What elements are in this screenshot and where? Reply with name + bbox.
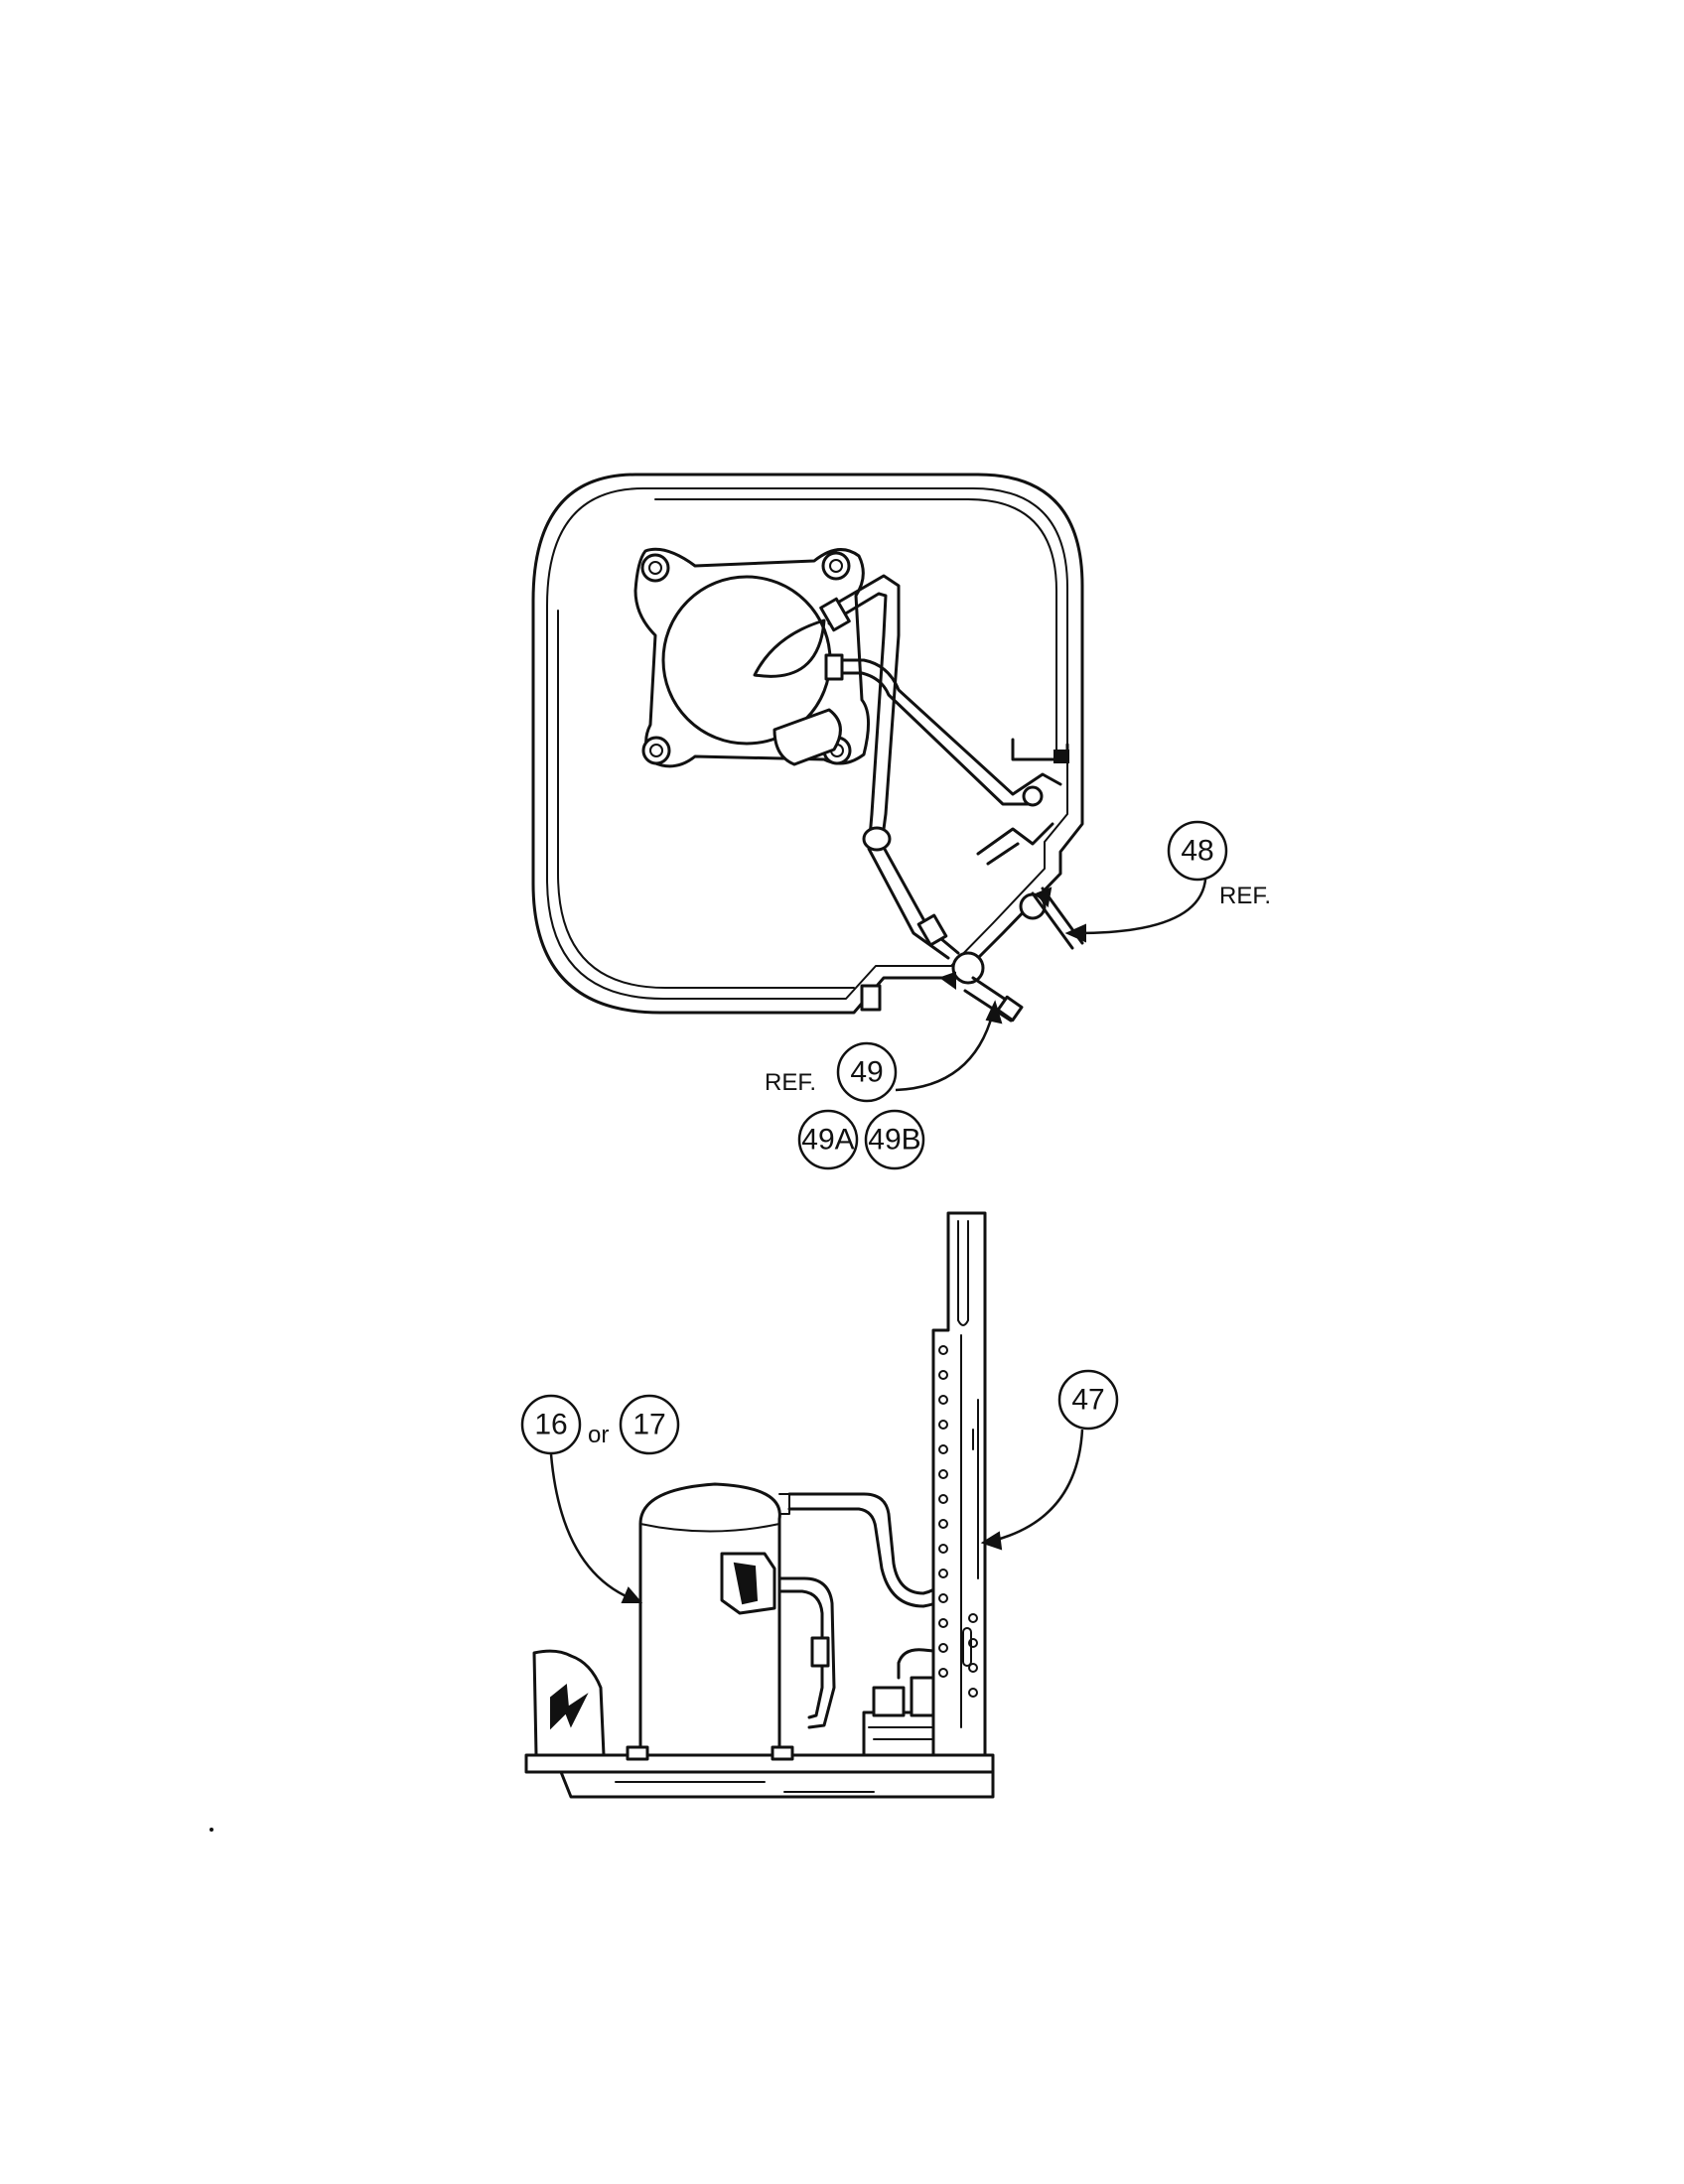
compressor-shell-side [638, 1482, 781, 1757]
grommet-top-left [640, 553, 670, 583]
base-pan-outer [531, 473, 1084, 1015]
stray-mark [210, 1828, 213, 1832]
leader-arrow-16 [549, 1453, 632, 1600]
panel-fragment [532, 1649, 606, 1757]
callout-49a: 49A [797, 1109, 859, 1170]
or-label: or [588, 1422, 609, 1448]
base-pan-side [524, 1753, 995, 1774]
suction-tube-side [777, 1576, 836, 1729]
ref-label-49: REF. [765, 1069, 816, 1096]
bracket-holes [938, 1345, 978, 1698]
grommet-bottom-left [641, 736, 671, 765]
callout-49a-label: 49A [801, 1124, 854, 1157]
service-valve-48 [976, 822, 1084, 950]
callout-17-label: 17 [632, 1409, 665, 1441]
service-valve-49 [938, 951, 1024, 1023]
callout-16-or-17: 16 or 17 [520, 1394, 680, 1603]
callout-49b: 49B [864, 1109, 925, 1170]
callout-47-label: 47 [1071, 1384, 1104, 1417]
top-view-assembly [531, 473, 1084, 1023]
callout-48: 48 REF. [1064, 820, 1271, 943]
callout-47: 47 [980, 1369, 1119, 1551]
side-view-assembly [524, 1211, 995, 1799]
leader-arrow-48 [1076, 879, 1207, 935]
callout-49: REF. 49 [765, 1000, 1003, 1103]
callout-16-label: 16 [534, 1409, 567, 1441]
suction-tube-top [830, 658, 1062, 796]
base-pan-inner [546, 487, 1068, 1000]
grommet-top-right [821, 551, 851, 581]
discharge-tube-top [827, 574, 960, 955]
callout-48-label: 48 [1181, 835, 1213, 868]
ref-label-48: REF. [1219, 883, 1271, 909]
compressor-discharge-dome [753, 618, 826, 678]
leader-arrow-49 [895, 1012, 995, 1092]
callout-49b-label: 49B [868, 1124, 920, 1157]
terminal-box-top [772, 708, 842, 766]
pan-fitting [860, 984, 882, 1012]
callout-49-label: 49 [850, 1056, 883, 1089]
leader-arrow-47 [992, 1429, 1084, 1543]
